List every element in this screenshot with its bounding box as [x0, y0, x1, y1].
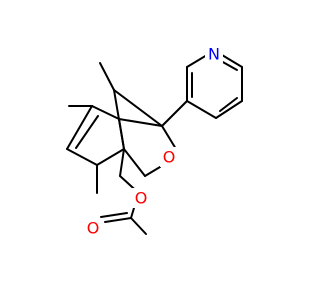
- molecule-structure: N O O O: [66, 45, 243, 238]
- bond: [123, 148, 146, 177]
- bond: [75, 115, 99, 149]
- bond: [220, 60, 238, 71]
- bond: [91, 105, 120, 120]
- atom-labels: N O O O: [84, 45, 223, 238]
- bond: [161, 125, 177, 150]
- bond: [161, 100, 188, 127]
- bond: [96, 148, 125, 166]
- bond: [130, 217, 147, 235]
- bond: [66, 105, 93, 150]
- carbonyl-oxygen-label: O: [87, 219, 100, 238]
- bond: [66, 148, 98, 166]
- bond: [104, 217, 132, 223]
- bond: [219, 97, 238, 112]
- bond: [99, 62, 115, 91]
- bond: [130, 207, 135, 219]
- ring-oxygen-atom: O: [160, 147, 178, 167]
- carbonyl-oxygen-atom: O: [84, 218, 102, 238]
- bond: [119, 148, 125, 177]
- bond: [186, 54, 208, 68]
- ring-oxygen-label: O: [163, 148, 176, 167]
- bond: [113, 89, 163, 127]
- nitrogen-atom: N: [205, 45, 223, 64]
- bond: [215, 100, 243, 119]
- pyridine-nitrogen-label: N: [208, 45, 220, 64]
- bond: [186, 100, 217, 119]
- bond: [100, 212, 128, 218]
- bond: [221, 54, 243, 68]
- ester-oxygen-atom: O: [132, 188, 150, 208]
- bond: [118, 118, 163, 127]
- ester-oxygen-label: O: [135, 189, 148, 208]
- bond-skeleton: [66, 54, 243, 235]
- bond: [144, 166, 161, 177]
- molecule-canvas: N O O O: [66, 44, 243, 238]
